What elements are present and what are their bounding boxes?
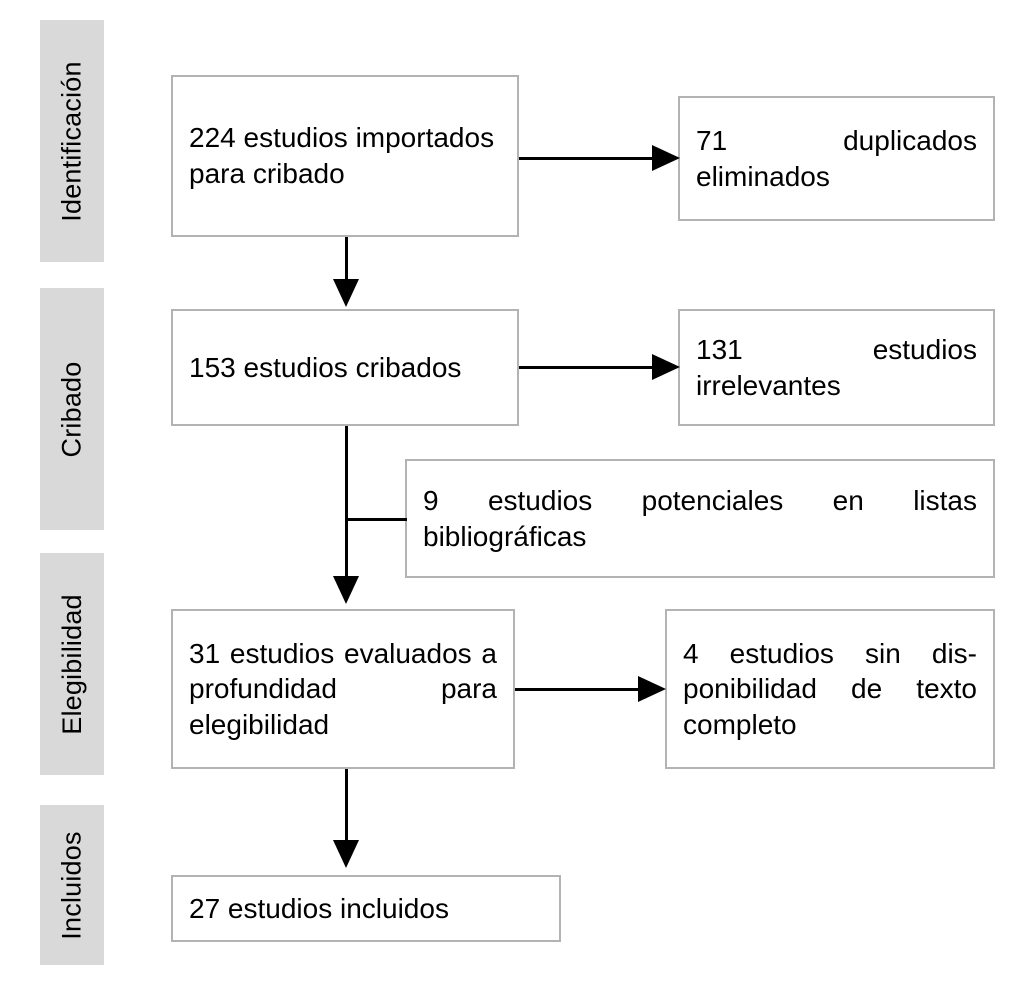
connector-imported-to-duplicates xyxy=(519,157,659,160)
arrowhead-screened-to-irrelevant xyxy=(652,354,680,380)
box-studies-assessed-text: 31 estudios evalua­dos a profundidad par… xyxy=(189,637,497,740)
stage-label-incluidos: Incluidos xyxy=(56,830,87,940)
box-bibliography-studies: 9 estudios potenciales en listas bibliog… xyxy=(405,459,995,578)
connector-screened-to-irrelevant xyxy=(519,366,659,369)
stage-band-identificacion: Identificación xyxy=(40,20,104,262)
arrowhead-imported-to-screened xyxy=(333,279,359,307)
box-imported-studies-text: 224 estudios importados para cribado xyxy=(189,122,495,189)
box-included-studies-text: 27 estudios incluidos xyxy=(189,892,449,924)
connector-assessed-to-included xyxy=(345,769,348,847)
connector-imported-to-screened xyxy=(345,237,348,289)
arrowhead-assessed-to-nofulltext xyxy=(638,676,666,702)
box-irrelevant-studies-text: 131 estudios irrelevantes xyxy=(696,333,977,401)
arrowhead-screened-to-assessed xyxy=(333,576,359,604)
box-duplicates-removed: 71 duplicados eliminados xyxy=(678,96,995,221)
box-bibliography-studies-text: 9 estudios potenciales en listas bibliog… xyxy=(423,484,977,552)
connector-assessed-to-nofulltext xyxy=(515,688,643,691)
box-imported-studies: 224 estudios importados para cribado xyxy=(171,75,519,237)
stage-label-cribado: Cribado xyxy=(56,361,87,457)
arrowhead-imported-to-duplicates xyxy=(652,145,680,171)
stage-label-identificacion: Identificación xyxy=(56,60,87,222)
box-studies-assessed: 31 estudios evalua­dos a profundidad par… xyxy=(171,609,515,769)
connector-bibliography-to-trunk xyxy=(345,518,407,521)
stage-band-cribado: Cribado xyxy=(40,288,104,530)
box-no-fulltext-studies: 4 estudios sin dis­ponibilidad de texto … xyxy=(665,609,995,769)
box-irrelevant-studies: 131 estudios irrelevantes xyxy=(678,309,995,426)
stage-label-elegibilidad: Elegibilidad xyxy=(56,593,87,735)
box-studies-screened: 153 estudios cribados xyxy=(171,309,519,426)
box-no-fulltext-studies-text: 4 estudios sin dis­ponibilidad de texto … xyxy=(683,637,977,740)
stage-band-elegibilidad: Elegibilidad xyxy=(40,553,104,775)
connector-screened-to-assessed xyxy=(345,426,348,584)
box-included-studies: 27 estudios incluidos xyxy=(171,875,561,942)
box-duplicates-removed-text: 71 duplicados eliminados xyxy=(696,124,977,192)
arrowhead-assessed-to-included xyxy=(333,840,359,868)
box-studies-screened-text: 153 estudios cribados xyxy=(189,351,462,383)
stage-band-incluidos: Incluidos xyxy=(40,805,104,965)
